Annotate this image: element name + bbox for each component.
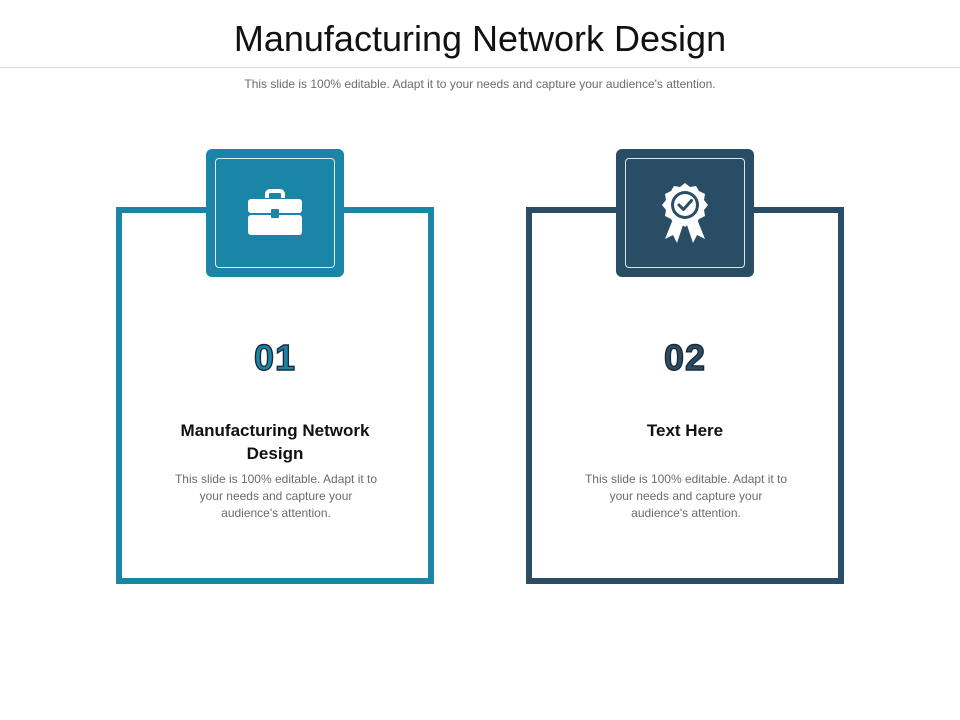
slide-title: Manufacturing Network Design [233, 18, 727, 59]
title-divider [0, 67, 960, 68]
icon-tile-02 [616, 149, 754, 277]
card-number: 01 [253, 336, 297, 378]
card-body: This slide is 100% editable. Adapt it to… [174, 472, 378, 520]
card-heading: Manufacturing Network Design [180, 421, 370, 463]
briefcase-icon [248, 189, 302, 235]
icon-tile-01 [206, 149, 344, 277]
slide-subtitle: This slide is 100% editable. Adapt it to… [244, 77, 716, 91]
card-number: 02 [663, 336, 707, 378]
card-01: 01 Manufacturing Network Design This sli… [116, 149, 434, 584]
card-02: 02 Text Here This slide is 100% editable… [526, 149, 844, 584]
card-body: This slide is 100% editable. Adapt it to… [584, 472, 788, 520]
card-heading: Text Here [646, 421, 724, 440]
award-badge-icon [662, 183, 708, 243]
